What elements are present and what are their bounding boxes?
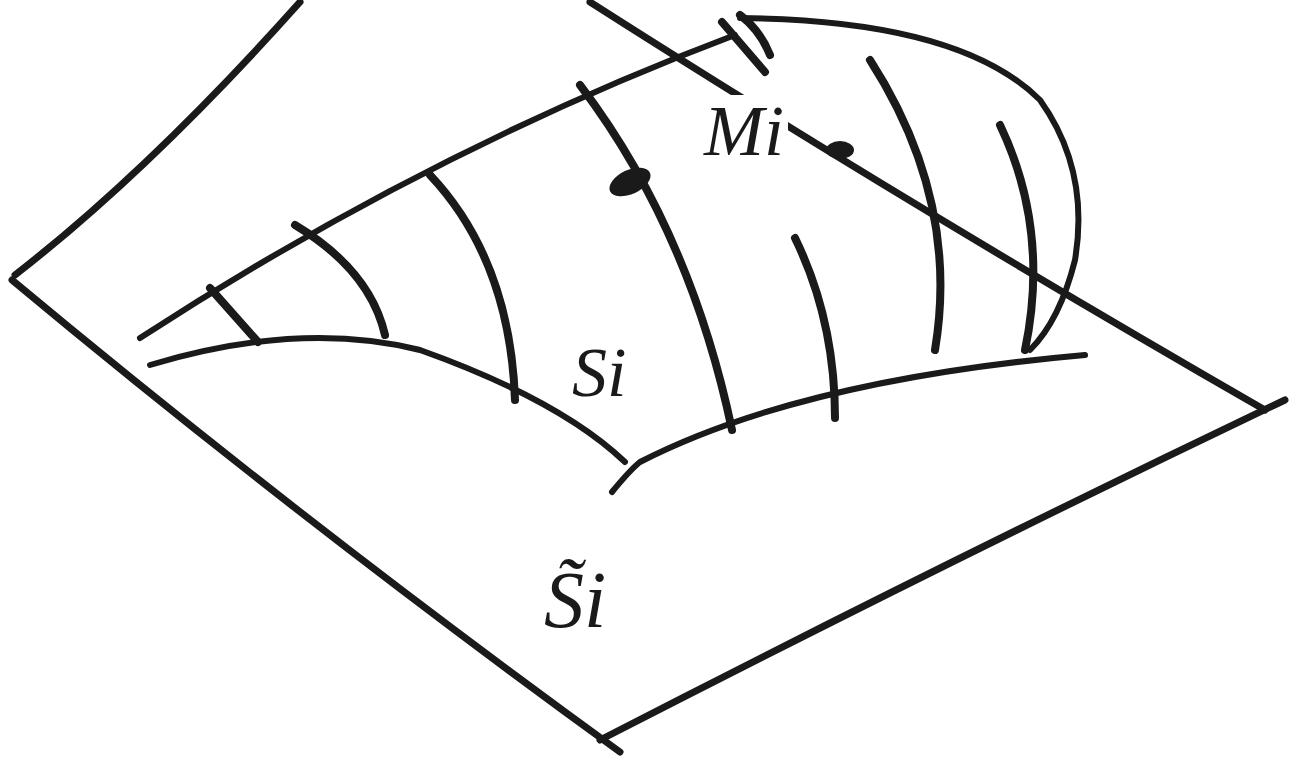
surface-label: S̃i — [540, 560, 610, 640]
plane-outline — [12, 2, 1285, 752]
surface-label: Mi — [700, 95, 788, 167]
hatch-lines — [210, 15, 1033, 430]
surface-label: Si — [568, 338, 630, 408]
region-outline — [140, 18, 1085, 492]
